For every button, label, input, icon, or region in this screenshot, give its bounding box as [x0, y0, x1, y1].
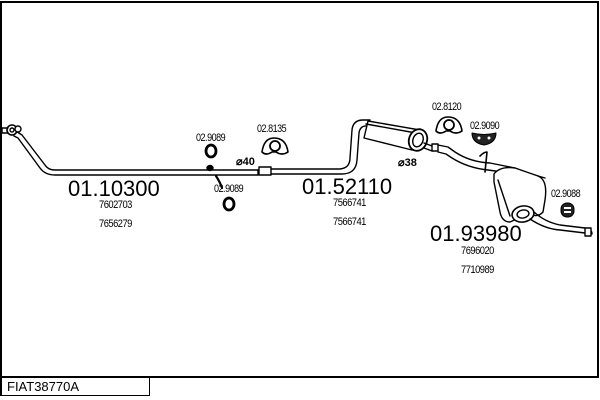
middle-silencer[interactable] — [258, 119, 439, 176]
part-number-rear-silencer: 01.93980 — [430, 221, 522, 246]
front-flange-icon — [1, 124, 22, 136]
oe-number-front-pipe-2: 7656279 — [99, 218, 132, 230]
diameter-label-40: ⌀40 — [236, 156, 255, 168]
pipe-clamp-45-icon[interactable] — [261, 137, 289, 155]
accessory-label-clamp-43: 02.8120 — [432, 101, 462, 113]
oe-number-middle-silencer-2: 7566741 — [333, 216, 366, 228]
oe-number-front-pipe-1: 7602703 — [99, 199, 132, 211]
diagram-code-label: FIAT38770A — [0, 377, 150, 396]
oe-number-rear-silencer-1: 7696020 — [461, 245, 494, 257]
accessory-label-hanger-9090: 02.9090 — [470, 120, 500, 132]
hanger-rod-icon — [214, 174, 224, 190]
rubber-hanger-9088-icon[interactable] — [560, 202, 575, 218]
hanger-bump-icon — [206, 164, 214, 172]
part-number-middle-silencer: 01.52110 — [302, 174, 393, 199]
rubber-ring-lower-icon[interactable] — [222, 196, 236, 212]
oe-number-middle-silencer-1: 7566741 — [333, 197, 366, 209]
diameter-label-38: ⌀38 — [398, 157, 417, 169]
accessory-label-hanger-9088: 02.9088 — [551, 188, 581, 200]
accessory-label-ring-lower: 02.9089 — [214, 183, 244, 195]
diagram-frame — [0, 1, 599, 378]
accessory-label-clamp-45: 02.8135 — [257, 123, 287, 135]
rear-silencer-body — [493, 166, 547, 223]
rubber-hanger-9090-icon[interactable] — [471, 132, 497, 146]
part-number-front-pipe: 01.10300 — [68, 176, 160, 201]
accessory-label-ring-upper: 02.9089 — [196, 132, 226, 144]
rubber-ring-upper-icon[interactable] — [204, 143, 218, 159]
rear-silencer[interactable] — [437, 144, 593, 237]
pipe-clamp-43-icon[interactable] — [435, 116, 463, 134]
front-pipe[interactable] — [1, 124, 259, 190]
oe-number-rear-silencer-2: 7710989 — [461, 264, 494, 276]
middle-silencer-body — [363, 120, 429, 152]
